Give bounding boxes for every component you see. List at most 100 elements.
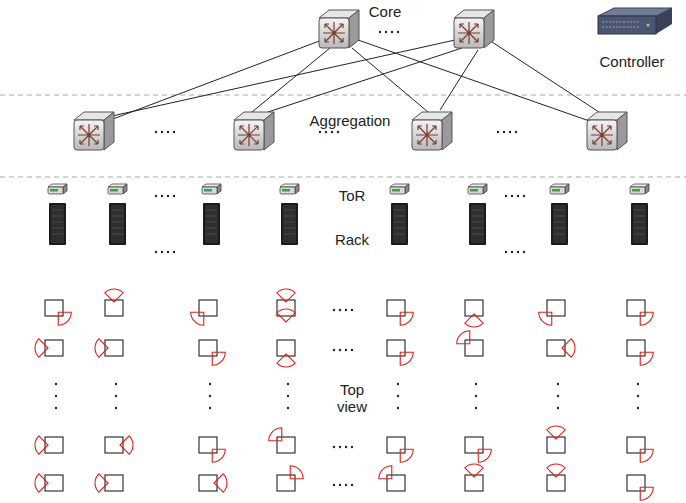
rack-top-view <box>387 340 405 356</box>
ellipsis-dot <box>333 309 335 311</box>
rack-top-view <box>387 475 405 491</box>
ellipsis-dot <box>397 31 399 33</box>
tor-switch <box>550 184 569 194</box>
rack-top-view <box>277 475 295 491</box>
ellipsis-dot <box>161 131 163 133</box>
sensor-sector <box>269 428 282 441</box>
rack-top-view <box>277 437 295 453</box>
ellipsis-dot <box>557 407 559 409</box>
ellipsis-dot <box>331 131 333 133</box>
ellipsis-dot <box>115 395 117 397</box>
ellipsis-dot <box>557 395 559 397</box>
ellipsis-dot <box>155 131 157 133</box>
ellipsis-dot <box>209 395 211 397</box>
aggregation-switch <box>74 112 114 150</box>
ellipsis-dot <box>497 131 499 133</box>
sensor-sector <box>212 449 225 462</box>
ellipsis-dot <box>351 446 353 448</box>
ellipsis-dot <box>515 131 517 133</box>
ellipsis-dot <box>505 251 507 253</box>
ellipsis-dot <box>333 484 335 486</box>
rack-top-view <box>387 437 405 453</box>
tier-label: Rack <box>333 231 371 248</box>
sensor-sector <box>95 339 108 357</box>
ellipsis-dot <box>475 383 477 385</box>
sensor-sector <box>35 474 48 492</box>
ellipsis-dot <box>339 309 341 311</box>
ellipsis-dot <box>345 446 347 448</box>
ellipsis-dot <box>351 349 353 351</box>
aggregation-switch <box>234 112 274 150</box>
ellipsis-dot <box>209 407 211 409</box>
ellipsis-dot <box>115 407 117 409</box>
rack-top-view <box>387 300 405 316</box>
tier-label: Core <box>367 3 404 20</box>
tor-switch <box>108 184 127 194</box>
tier-separator <box>0 177 686 178</box>
ellipsis-dot <box>385 31 387 33</box>
server-rack <box>281 203 298 245</box>
ellipsis-dot <box>475 395 477 397</box>
tor-switch <box>280 184 299 194</box>
ellipsis-dot <box>517 195 519 197</box>
ellipsis-dot <box>345 349 347 351</box>
rack-top-view <box>627 340 645 356</box>
sensor-sector <box>640 352 653 365</box>
ellipsis-dot <box>523 195 525 197</box>
controller-device <box>598 8 672 34</box>
sensor-sector <box>214 474 227 492</box>
rack-top-view <box>45 300 63 316</box>
sensor-sector <box>465 314 483 327</box>
sensor-sector <box>277 289 295 302</box>
sensor-sector <box>400 312 413 325</box>
ellipsis-dot <box>339 349 341 351</box>
aggregation-switch <box>587 112 627 150</box>
tier-label: Aggregation <box>308 112 393 129</box>
sensor-sector <box>400 449 413 462</box>
device-label: Controller <box>597 53 666 70</box>
tor-switch <box>202 184 221 194</box>
sensor-sector <box>640 449 653 462</box>
sensor-sector <box>212 352 225 365</box>
ellipsis-dot <box>55 407 57 409</box>
sensor-sector <box>58 312 71 325</box>
ellipsis-dot <box>325 131 327 133</box>
ellipsis-dot <box>115 383 117 385</box>
ellipsis-dot <box>287 395 289 397</box>
rack-top-view <box>199 340 217 356</box>
tor-switch <box>630 184 649 194</box>
ellipsis-dot <box>511 251 513 253</box>
ellipsis-dot <box>475 407 477 409</box>
ellipsis-dot <box>287 407 289 409</box>
ellipsis-dot <box>503 131 505 133</box>
server-rack <box>469 203 486 245</box>
ellipsis-dot <box>397 383 399 385</box>
server-rack <box>49 203 66 245</box>
server-rack <box>109 203 126 245</box>
sensor-sector <box>191 312 204 325</box>
ellipsis-dot <box>337 131 339 133</box>
core-switch <box>319 10 359 48</box>
ellipsis-dots <box>55 31 639 486</box>
sensor-sector <box>562 339 575 357</box>
ellipsis-dot <box>637 407 639 409</box>
rack-top-view <box>627 437 645 453</box>
sensor-sector <box>547 464 565 477</box>
ellipsis-dot <box>333 349 335 351</box>
sensor-sector <box>539 312 552 325</box>
ellipsis-dot <box>319 131 321 133</box>
ellipsis-dot <box>167 195 169 197</box>
core-switch <box>454 10 494 48</box>
ellipsis-dot <box>523 251 525 253</box>
tier-label: ToR <box>337 187 368 204</box>
ellipsis-dot <box>55 395 57 397</box>
ellipsis-dot <box>161 251 163 253</box>
ellipsis-dot <box>351 309 353 311</box>
sensor-sector <box>547 426 565 439</box>
rack-top-view <box>627 475 645 491</box>
sensor-sector <box>290 466 303 479</box>
ellipsis-dot <box>379 31 381 33</box>
sensor-sector <box>35 339 48 357</box>
sensor-sector <box>478 449 491 462</box>
